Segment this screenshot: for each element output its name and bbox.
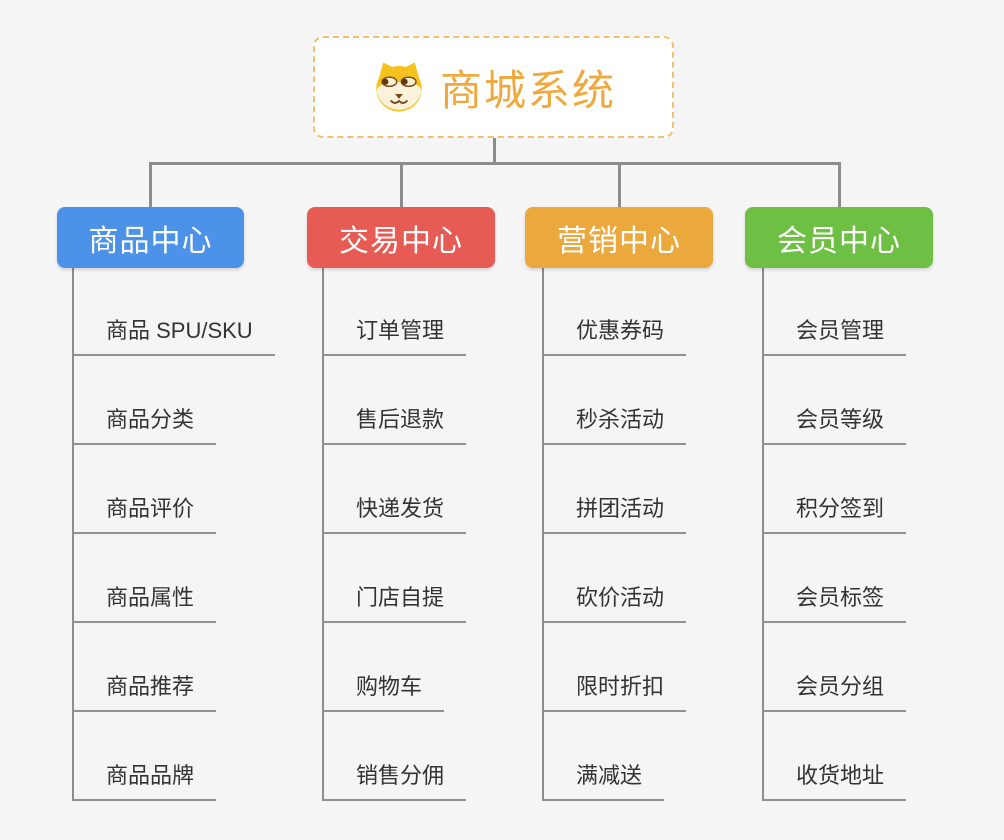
leaf-node[interactable]: 优惠券码 (542, 315, 687, 356)
branch-bus-line (149, 162, 841, 165)
leaf-node[interactable]: 收货地址 (762, 760, 907, 801)
branch-drop-line (838, 162, 841, 209)
branch-node-member-center[interactable]: 会员中心 (745, 207, 933, 268)
leaf-node[interactable]: 满减送 (542, 760, 665, 801)
leaf-node[interactable]: 商品属性 (72, 582, 217, 623)
leaf-node[interactable]: 会员标签 (762, 582, 907, 623)
leaf-node[interactable]: 商品品牌 (72, 760, 217, 801)
branch-label: 会员中心 (777, 224, 901, 258)
root-node[interactable]: 商城系统 (313, 36, 674, 138)
leaf-node[interactable]: 商品分类 (72, 404, 217, 445)
branch-label: 营销中心 (557, 224, 681, 258)
leaf-node[interactable]: 售后退款 (322, 404, 467, 445)
branch-drop-line (618, 162, 621, 209)
leaf-node[interactable]: 商品推荐 (72, 671, 217, 712)
leaf-node[interactable]: 会员分组 (762, 671, 907, 712)
branch-drop-line (400, 162, 403, 209)
root-connector-line (493, 137, 496, 165)
branch-label: 交易中心 (339, 224, 463, 258)
branch-drop-line (149, 162, 152, 209)
root-node-title: 商城系统 (439, 66, 616, 114)
branch-label: 商品中心 (88, 224, 213, 258)
leaf-node[interactable]: 积分签到 (762, 493, 907, 534)
leaf-node[interactable]: 会员管理 (762, 315, 907, 356)
leaf-node[interactable]: 拼团活动 (542, 493, 687, 534)
branch-node-marketing-center[interactable]: 营销中心 (525, 207, 713, 268)
leaf-node[interactable]: 销售分佣 (322, 760, 467, 801)
leaf-node[interactable]: 购物车 (322, 671, 445, 712)
leaf-node[interactable]: 门店自提 (322, 582, 467, 623)
branch-node-product-center[interactable]: 商品中心 (57, 207, 244, 268)
branch-node-trade-center[interactable]: 交易中心 (307, 207, 495, 268)
shiba-dog-icon (371, 59, 427, 115)
leaf-node[interactable]: 商品 SPU/SKU (72, 315, 275, 356)
leaf-node[interactable]: 限时折扣 (542, 671, 687, 712)
leaf-node[interactable]: 商品评价 (72, 493, 217, 534)
leaf-node[interactable]: 订单管理 (322, 315, 467, 356)
leaf-node[interactable]: 砍价活动 (542, 582, 687, 623)
leaf-node[interactable]: 快递发货 (322, 493, 467, 534)
leaf-node[interactable]: 秒杀活动 (542, 404, 687, 445)
leaf-node[interactable]: 会员等级 (762, 404, 907, 445)
